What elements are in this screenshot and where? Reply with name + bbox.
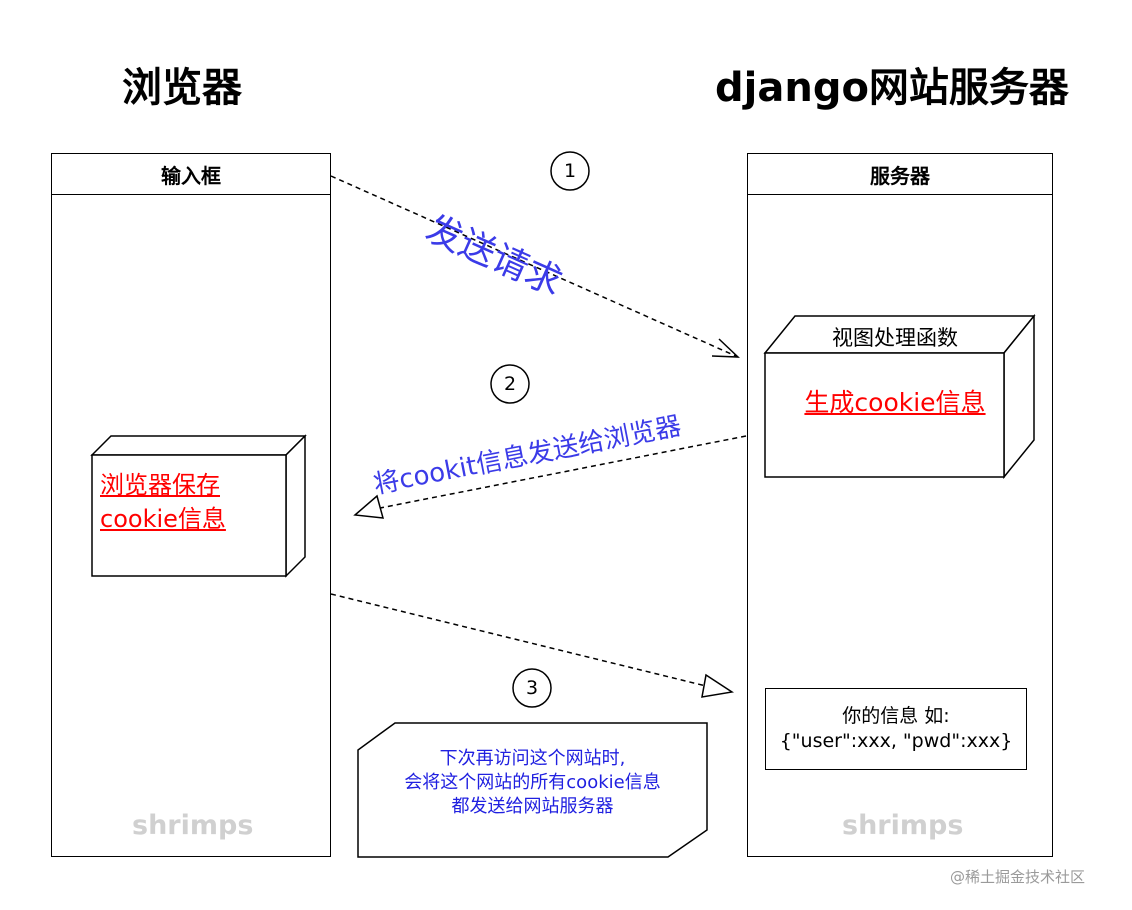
browser-cube-top (90, 435, 307, 456)
note-shape (357, 722, 708, 858)
note-line2: 会将这个网站的所有cookie信息 (404, 772, 661, 793)
view-function-label: 视图处理函数 (832, 326, 958, 350)
browser-cube (90, 434, 307, 578)
browser-title: 浏览器 (122, 65, 242, 111)
info-line1: 你的信息 如: (842, 705, 950, 727)
step-1-circle (550, 151, 590, 191)
next-visit-note: 下次再访问这个网站时, 会将这个网站的所有cookie信息 都发送给网站服务器 (360, 747, 705, 819)
step-3-number: 3 (525, 677, 539, 699)
server-title: django网站服务器 (715, 65, 1069, 111)
note-line1: 下次再访问这个网站时, (439, 748, 626, 769)
server-watermark: shrimps (842, 810, 964, 841)
browser-save-line1: 浏览器保存 (100, 471, 220, 499)
arrow-request-head (711, 338, 740, 358)
user-info-box: 你的信息 如: {"user":xxx, "pwd":xxx} (765, 688, 1027, 770)
view-cube (763, 313, 1036, 480)
arrow-request (330, 175, 740, 358)
browser-cube-front (91, 454, 287, 577)
step-2-number: 2 (503, 373, 517, 395)
info-line2: {"user":xxx, "pwd":xxx} (779, 730, 1013, 752)
arrow-next-visit-head (701, 673, 735, 698)
step-3-circle (512, 668, 552, 708)
view-cube-front (764, 352, 1005, 478)
browser-save-line2: cookie信息 (100, 505, 226, 533)
arrow-next-visit (330, 593, 735, 698)
generate-cookie-link[interactable]: 生成cookie信息 (804, 388, 986, 417)
arrow-cookie-head (353, 494, 385, 519)
browser-watermark: shrimps (132, 810, 254, 841)
browser-cube-side (285, 434, 306, 578)
step-2-circle (490, 364, 530, 404)
note-line3: 都发送给网站服务器 (451, 796, 614, 817)
browser-save-cookie-link[interactable]: 浏览器保存 cookie信息 (100, 468, 226, 536)
step-1-number: 1 (563, 160, 577, 182)
browser-lane-header: 输入框 (52, 154, 330, 195)
arrow-cookie (353, 435, 747, 519)
footer-credit: @稀土掘金技术社区 (950, 868, 1086, 886)
server-lane-header: 服务器 (748, 154, 1052, 195)
